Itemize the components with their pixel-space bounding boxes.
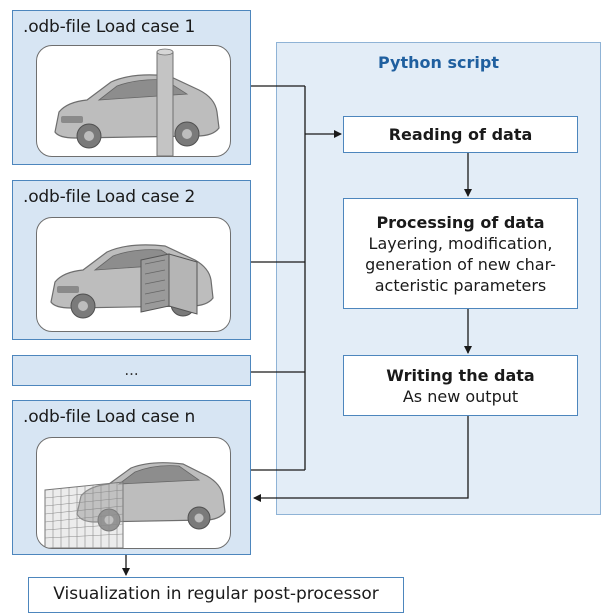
visualization-output-box: Visualization in regular post-processor	[28, 577, 404, 613]
step-writing-line-1: As new output	[402, 386, 519, 406]
step-reading-of-data: Reading of data	[343, 116, 578, 153]
more-load-cases-box: ...	[12, 355, 251, 386]
load-case-1-box: .odb-file Load case 1	[12, 10, 251, 165]
step-writing-title: Writing the data	[386, 365, 535, 385]
step-reading-title: Reading of data	[388, 125, 533, 144]
load-case-1-image	[36, 45, 231, 157]
step-processing-title: Processing of data	[376, 212, 545, 232]
load-case-2-box: .odb-file Load case 2	[12, 180, 251, 340]
car-with-open-door-icon	[50, 244, 214, 319]
ellipsis-text: ...	[124, 361, 139, 379]
step-processing-line-3: acteristic parameters	[374, 275, 547, 295]
visualization-output-label: Visualization in regular post-processor	[53, 584, 379, 604]
car-with-barrier-mesh-icon	[44, 462, 226, 548]
step-processing-line-1: Layering, modification,	[368, 233, 553, 253]
load-case-n-box: .odb-file Load case n	[12, 400, 251, 555]
python-script-title: Python script	[378, 53, 499, 72]
load-case-n-label: .odb-file Load case n	[23, 407, 196, 427]
load-case-2-image	[36, 217, 231, 332]
step-processing-of-data: Processing of data Layering, modificatio…	[343, 198, 578, 309]
load-case-n-image	[36, 437, 231, 549]
car-with-pole-icon	[54, 48, 220, 156]
step-writing-the-data: Writing the data As new output	[343, 355, 578, 416]
step-processing-line-2: generation of new char-	[365, 254, 556, 274]
load-case-2-label: .odb-file Load case 2	[23, 187, 196, 207]
load-case-1-label: .odb-file Load case 1	[23, 17, 196, 37]
